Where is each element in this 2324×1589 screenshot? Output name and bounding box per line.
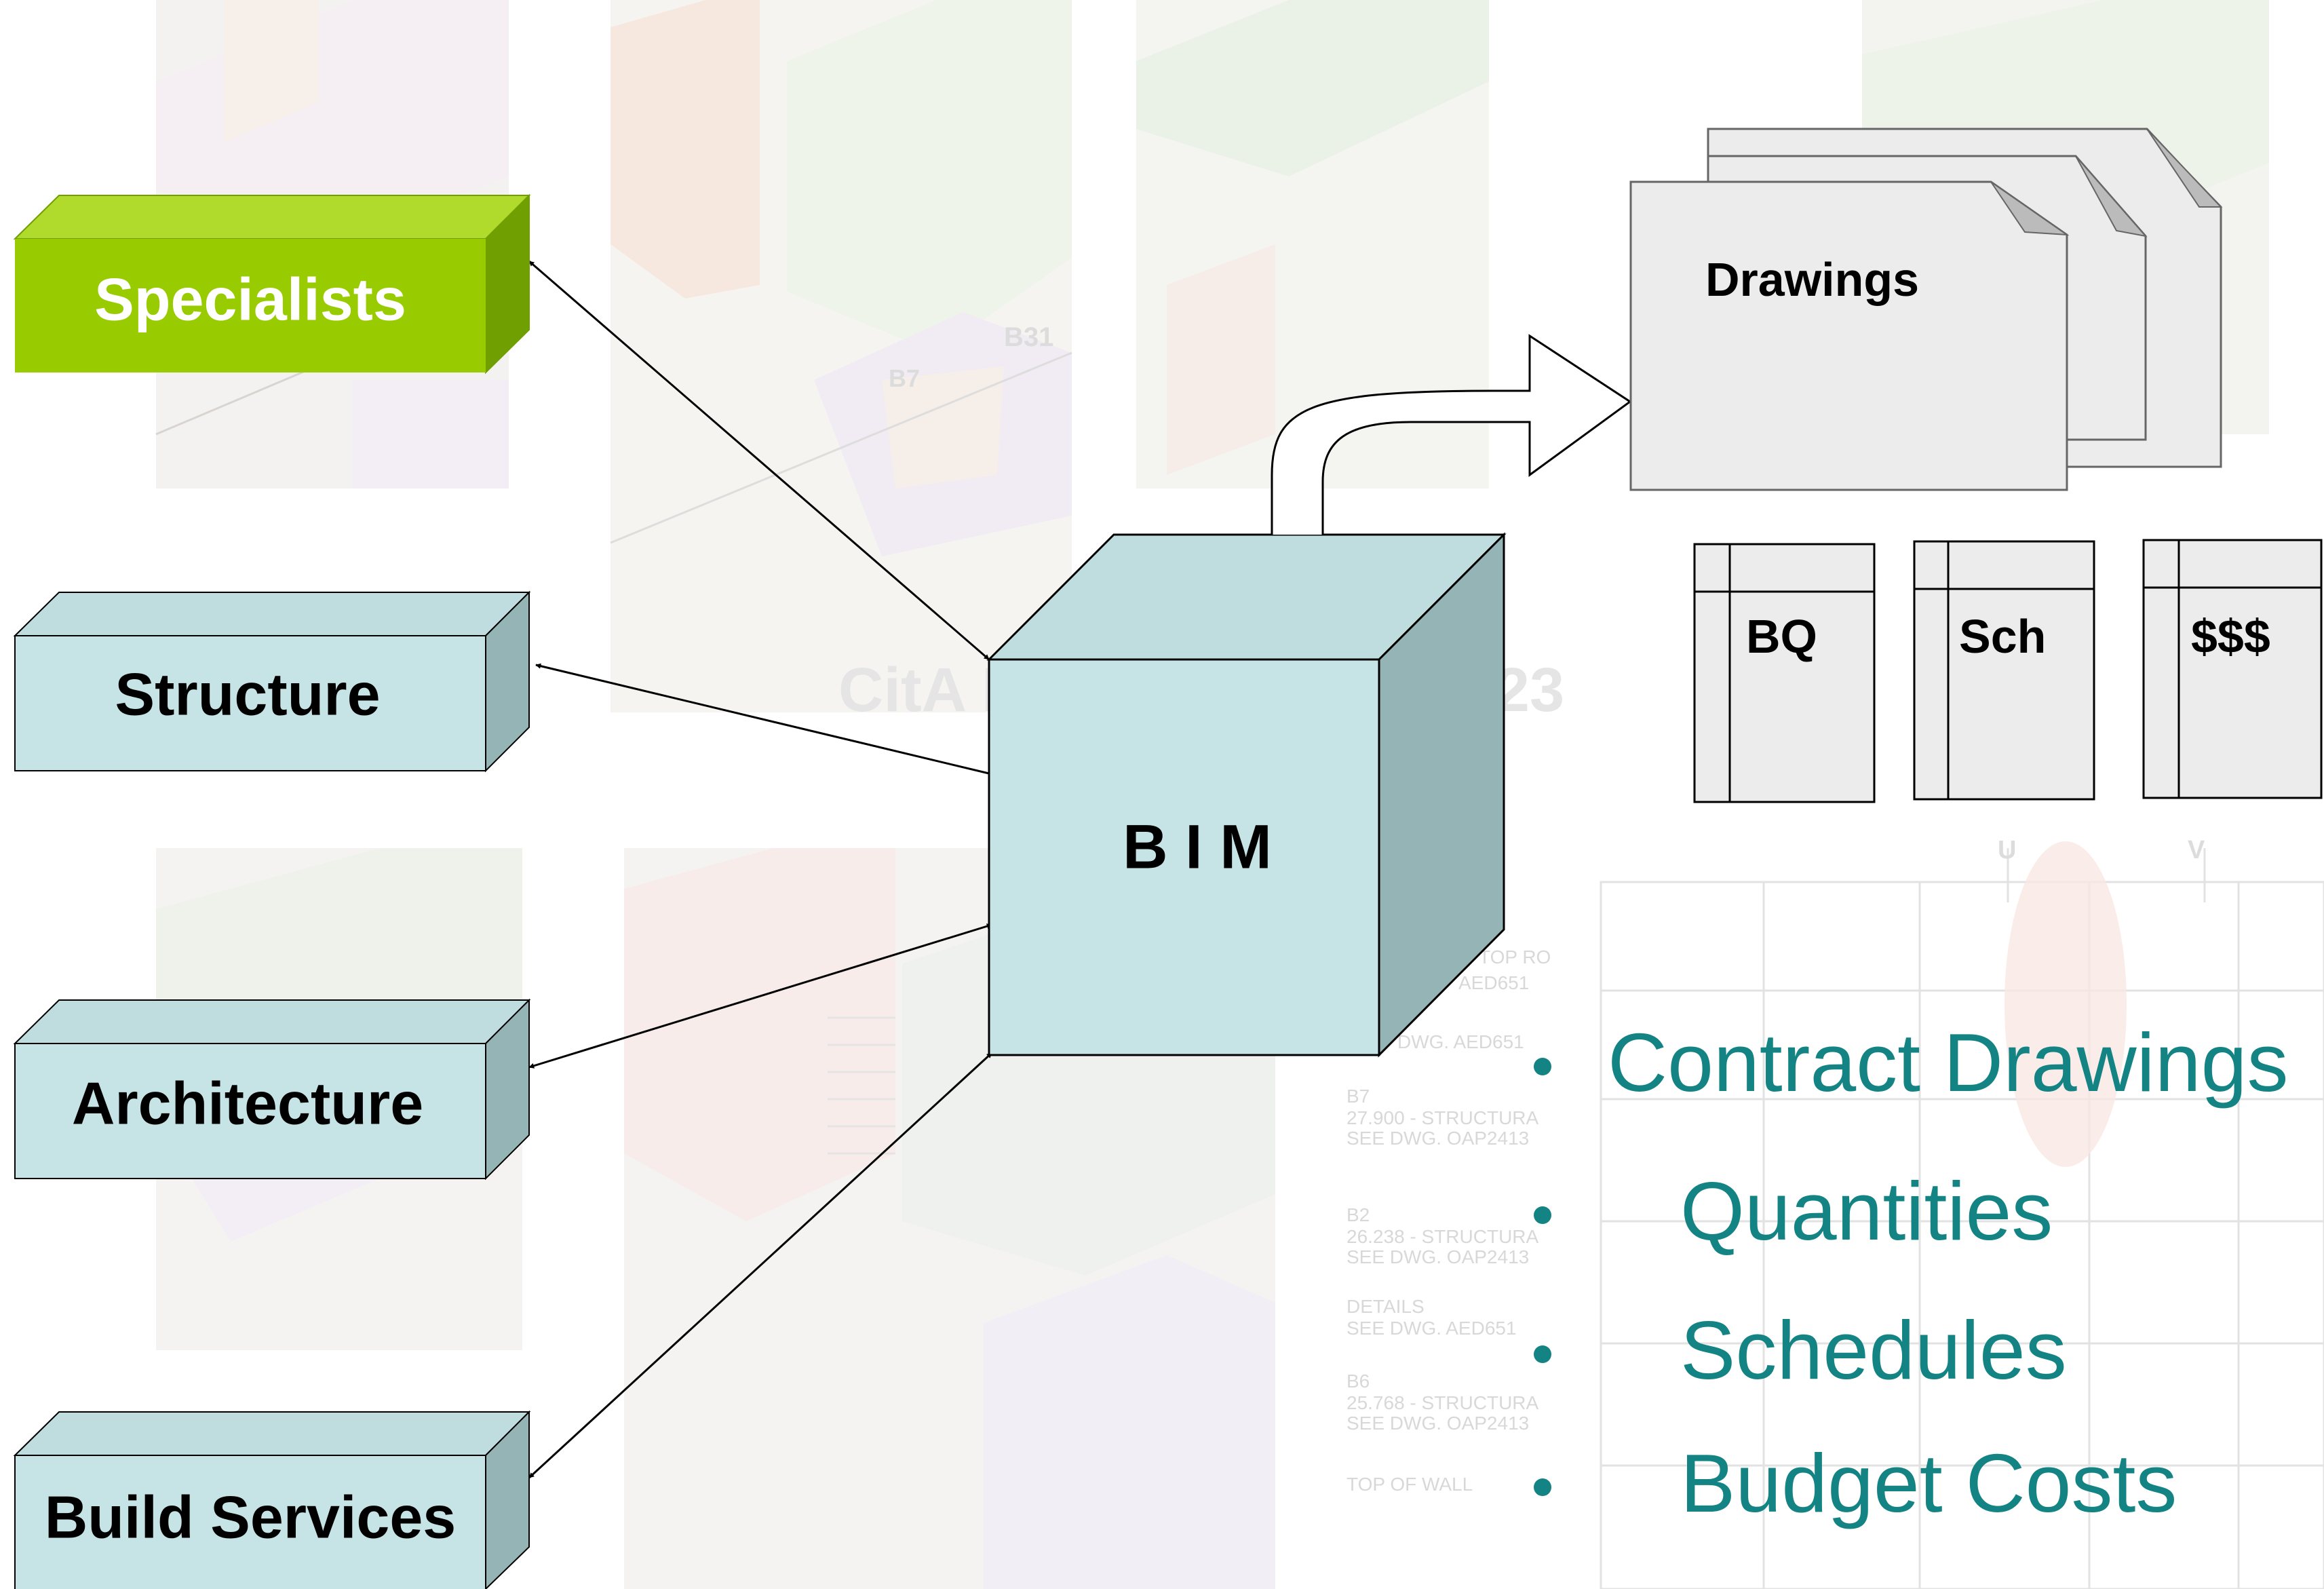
bg-grid-u: U	[1998, 836, 2016, 864]
bg-note: DWG. AED651	[1397, 1031, 1524, 1052]
output-arrow	[1271, 334, 1632, 535]
bg-note: SEE DWG. AED651	[1347, 1318, 1517, 1339]
box-architecture-top	[13, 999, 531, 1044]
bullet-icon	[1534, 1478, 1551, 1496]
bullet-icon	[1534, 1345, 1551, 1363]
drawing-sheet-front	[1629, 180, 2068, 491]
box-build-services: Build Services	[13, 1410, 531, 1589]
deliverable-item: Contract Drawings	[1608, 1016, 2288, 1109]
connectors	[528, 260, 993, 1479]
doc-bq-sheet	[1693, 543, 1876, 803]
bg-note: 27.900 - STRUCTURA	[1347, 1107, 1539, 1128]
bg-note: DETAILS	[1347, 1296, 1425, 1317]
label-structure: Structure	[115, 660, 380, 727]
bg-note: TOP OF WALL	[1347, 1474, 1473, 1495]
box-specialists-top	[13, 195, 531, 240]
bg-note: SEE DWG. OAP2413	[1347, 1128, 1529, 1149]
box-architecture: Architecture	[13, 998, 531, 1181]
drawing-sheet-front-fold	[1990, 181, 2070, 236]
label-bq: BQ	[1746, 610, 1817, 663]
box-architecture-face	[14, 1043, 486, 1179]
bg-note: 26.238 - STRUCTURA	[1347, 1226, 1539, 1247]
deliverable-item: Budget Costs	[1680, 1437, 2177, 1529]
doc-bq: BQ	[1693, 543, 1876, 803]
deliverable-item: Schedules	[1680, 1304, 2067, 1396]
label-architecture: Architecture	[72, 1069, 423, 1136]
drawing-sheet-middle-fold	[2075, 155, 2148, 237]
connector-build-services	[528, 1052, 993, 1479]
doc-sch: Sch	[1913, 540, 2095, 801]
bg-note: 25.768 - STRUCTURA	[1347, 1392, 1539, 1413]
bim-cube: B I M	[986, 532, 1507, 1058]
connector-specialists	[528, 260, 990, 661]
box-specialists-face	[15, 239, 486, 372]
bg-label-b31: B31	[1004, 322, 1053, 352]
bim-cube-face	[988, 658, 1380, 1056]
label-costs: $$$	[2191, 610, 2270, 663]
box-build-services-top	[13, 1411, 531, 1456]
bg-note: SEE DWG. OAP2413	[1347, 1246, 1529, 1267]
bg-note: SEE DWG. OAP2413	[1347, 1413, 1529, 1434]
bullet-icon	[1534, 1058, 1551, 1075]
box-build-services-face	[14, 1455, 486, 1589]
bg-note: AED651	[1458, 972, 1529, 993]
bg-note: B2	[1347, 1204, 1370, 1225]
bg-note: B7	[1347, 1086, 1370, 1107]
deliverable-item: Quantities	[1680, 1165, 2053, 1257]
bg-grid-v: V	[2188, 836, 2205, 864]
label-build-services: Build Services	[45, 1483, 457, 1550]
bullet-icon	[1534, 1206, 1551, 1224]
doc-costs: $$$	[2142, 539, 2323, 799]
doc-costs-sheet	[2142, 539, 2323, 799]
label-specialists: Specialists	[94, 265, 406, 332]
drawing-sheet-back-fold	[2146, 128, 2223, 208]
bg-note: B6	[1347, 1371, 1370, 1392]
box-structure-top	[13, 592, 531, 636]
box-structure-face	[14, 635, 486, 771]
deliverables-list: Contract DrawingsQuantitiesSchedulesBudg…	[1534, 1016, 2288, 1529]
box-specialists: Specialists	[13, 193, 531, 375]
connector-architecture	[528, 923, 992, 1069]
bg-note: TOP RO	[1479, 946, 1551, 968]
box-structure: Structure	[13, 590, 531, 773]
label-bim: B I M	[1123, 812, 1272, 881]
drawings-stack: Drawings	[1629, 128, 2223, 491]
connector-structure	[535, 663, 990, 775]
label-sch: Sch	[1959, 610, 2046, 663]
label-drawings: Drawings	[1705, 253, 1919, 306]
doc-sch-sheet	[1913, 540, 2095, 801]
